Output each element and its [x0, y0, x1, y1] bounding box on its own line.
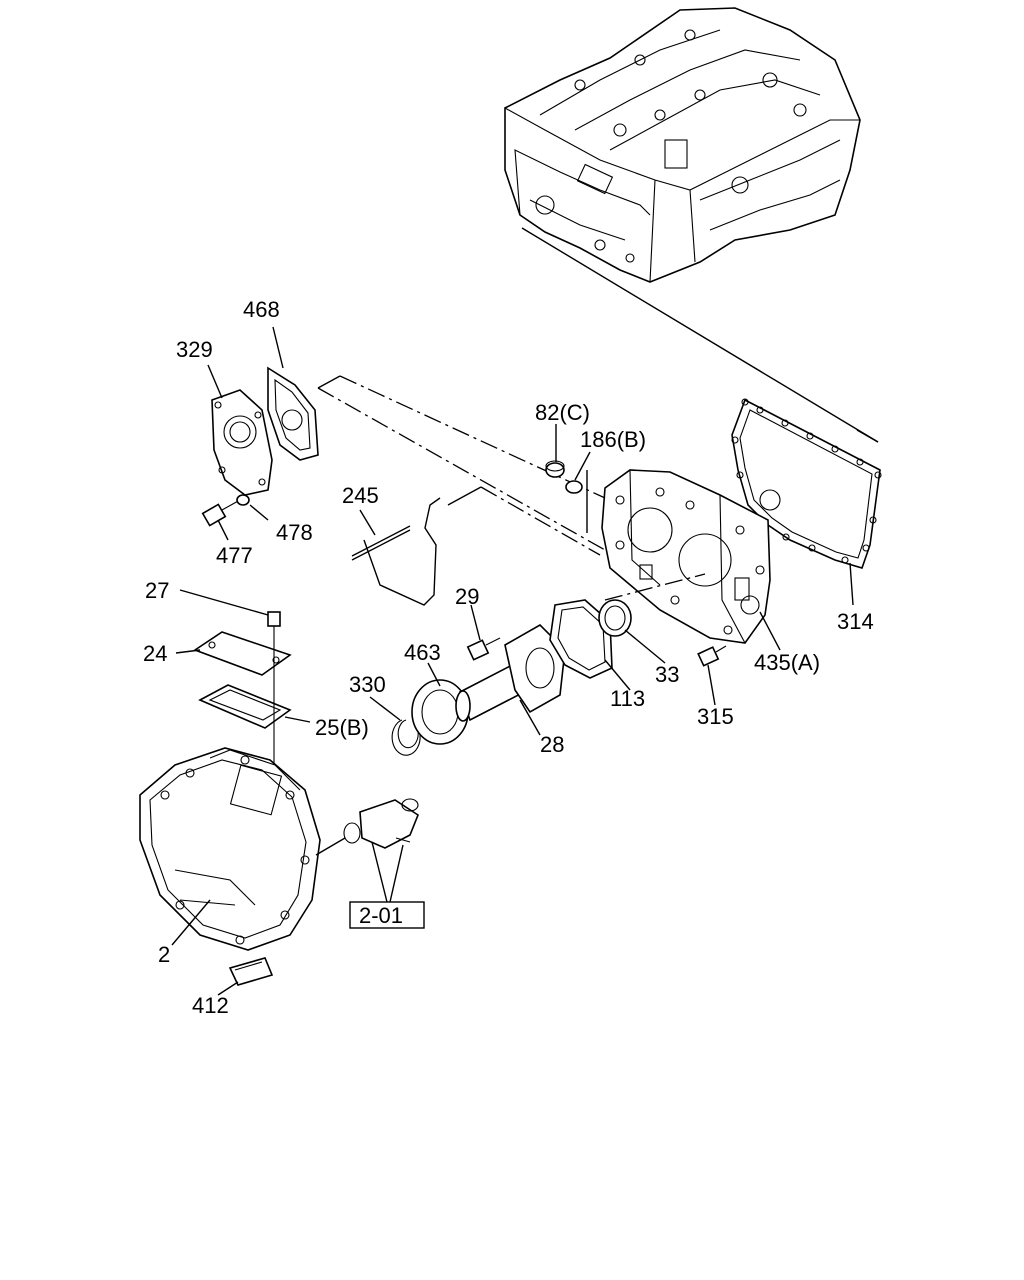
gasket-113-drawing [549, 599, 613, 679]
callout-25b: 25(B) [315, 715, 369, 740]
plate-24-drawing [193, 631, 292, 676]
callout-477: 477 [216, 543, 253, 568]
sleeve-28-drawing [455, 624, 566, 722]
callout-186b: 186(B) [580, 427, 646, 452]
callout-245: 245 [342, 483, 379, 508]
callout-412: 412 [192, 993, 229, 1018]
callout-82c: 82(C) [535, 400, 590, 425]
callout-463: 463 [404, 640, 441, 665]
callout-2: 2 [158, 942, 170, 967]
callout-468: 468 [243, 297, 280, 322]
gasket-314-drawing [731, 398, 882, 569]
callout-24: 24 [143, 641, 167, 666]
clutch-housing-2-drawing [139, 747, 321, 951]
bolt-27-drawing [267, 611, 281, 650]
gasket-468-drawing [267, 366, 319, 461]
bolt-477-drawing [201, 494, 250, 527]
bolt-315-drawing [697, 645, 727, 667]
bolt-29-drawing [466, 637, 501, 661]
callout-435a: 435(A) [754, 650, 820, 675]
callout-315: 315 [697, 704, 734, 729]
housing-435a-drawing [601, 469, 771, 644]
gasket-25b-drawing [198, 684, 292, 729]
callout-28: 28 [540, 732, 564, 757]
reference-box [349, 901, 425, 929]
pipe-245-drawing [351, 497, 441, 606]
part-412-drawing [228, 957, 274, 986]
reference-box-label: 2-01 [359, 903, 403, 928]
callout-27: 27 [145, 578, 169, 603]
snap-ring-330-drawing [391, 719, 421, 756]
callout-33: 33 [655, 662, 679, 687]
callout-29: 29 [455, 584, 479, 609]
callout-329: 329 [176, 337, 213, 362]
cover-329-drawing [211, 389, 273, 496]
callout-314: 314 [837, 609, 874, 634]
callout-478: 478 [276, 520, 313, 545]
plug-82c-drawing [545, 460, 583, 494]
transmission-case-drawing [504, 7, 861, 283]
callout-330: 330 [349, 672, 386, 697]
assembly-2-01-drawing [343, 798, 419, 849]
oil-seal-33-drawing [598, 599, 632, 637]
callout-113: 113 [610, 686, 645, 711]
